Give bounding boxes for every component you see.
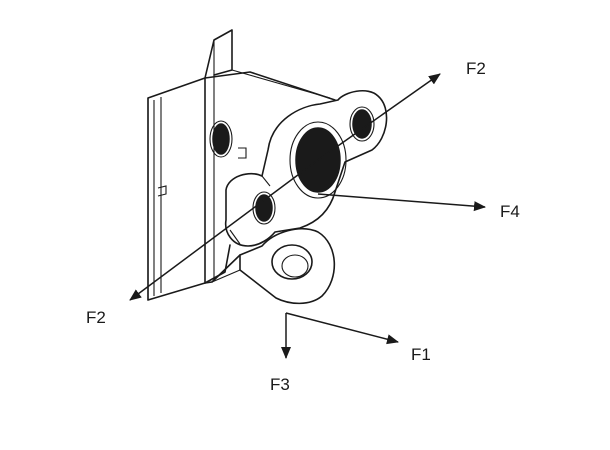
lower-lug	[211, 228, 336, 305]
label-f1: F1	[411, 345, 431, 364]
label-f2-top: F2	[466, 59, 486, 78]
arrow-f1	[285, 312, 399, 345]
arrow-f4	[317, 193, 486, 212]
label-f4: F4	[500, 202, 520, 221]
left-lug-hole	[255, 194, 273, 222]
back-plate	[147, 29, 233, 301]
right-lug-hole	[352, 109, 372, 139]
label-f3: F3	[270, 375, 290, 394]
arrow-f2-bottom	[129, 159, 319, 301]
left-body-hole	[212, 123, 230, 155]
force-arrows	[129, 73, 486, 359]
label-f2-bottom: F2	[86, 308, 106, 327]
lower-ring-hole	[271, 244, 313, 280]
arrow-f2-top	[317, 73, 441, 161]
